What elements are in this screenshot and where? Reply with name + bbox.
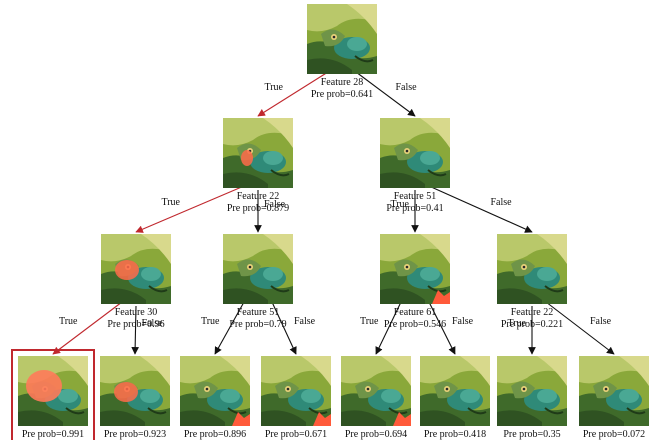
- lizard-image-thumbnail: [497, 234, 567, 304]
- node-prob-label: Pre prob=0.879: [227, 203, 289, 214]
- node-feature-label: Feature 51: [237, 307, 280, 318]
- leaf-node: Pre prob=0.671: [261, 356, 331, 440]
- leaf-node: Pre prob=0.991: [11, 349, 95, 440]
- edge-label: False: [294, 316, 316, 327]
- edge-label: True: [264, 82, 283, 93]
- leaf-node: Pre prob=0.418: [420, 356, 490, 440]
- tree-edge-arrow: [355, 71, 416, 117]
- lizard-image-thumbnail: [223, 118, 293, 188]
- lizard-image-thumbnail: [420, 356, 490, 426]
- leaf-node: Pre prob=0.694: [341, 356, 411, 440]
- edge-label: False: [452, 316, 474, 327]
- activation-patch: [432, 290, 450, 304]
- tree-edge-arrow: [375, 301, 402, 355]
- edge-label: False: [491, 197, 513, 208]
- lizard-image-thumbnail: [380, 118, 450, 188]
- selected-leaf-frame: [11, 349, 95, 440]
- activation-patch: [232, 412, 250, 426]
- leaf-node: Pre prob=0.35: [497, 356, 567, 440]
- tree-edge-arrow: [257, 71, 329, 117]
- node-prob-label: Pre prob=0.79: [229, 319, 286, 330]
- activation-patch: [241, 150, 253, 166]
- node-feature-label: Feature 51: [394, 191, 437, 202]
- tree-edge-arrow: [131, 305, 139, 355]
- lizard-image-thumbnail: [223, 234, 293, 304]
- tree-edge-arrow: [428, 185, 533, 233]
- tree-edge-arrow: [428, 301, 456, 355]
- leaf-prob-label: Pre prob=0.923: [104, 429, 166, 440]
- leaf-prob-label: Pre prob=0.991: [22, 429, 84, 440]
- edge-label: True: [59, 316, 78, 327]
- edge-label: True: [201, 316, 220, 327]
- edge-label: True: [507, 318, 526, 329]
- leaf-prob-label: Pre prob=0.896: [184, 429, 246, 440]
- activation-patch: [115, 260, 139, 280]
- activation-patch: [114, 382, 138, 402]
- lizard-image-thumbnail: [497, 356, 567, 426]
- node-prob-label: Pre prob=0.41: [386, 203, 443, 214]
- activation-patch: [313, 412, 331, 426]
- tree-edge-arrow: [214, 301, 245, 355]
- activation-patch: [393, 412, 411, 426]
- tree-edge-arrow: [271, 301, 297, 355]
- edge-label: True: [360, 316, 379, 327]
- node-feature-label: Feature 22: [237, 191, 280, 202]
- leaf-node: Pre prob=0.923: [100, 356, 170, 440]
- node-prob-label: Pre prob=0.96: [107, 319, 164, 330]
- leaf-prob-label: Pre prob=0.418: [424, 429, 486, 440]
- leaf-prob-label: Pre prob=0.072: [583, 429, 645, 440]
- node-feature-label: Feature 30: [115, 307, 158, 318]
- edge-label: False: [142, 318, 164, 329]
- leaf-node: Pre prob=0.072: [579, 356, 649, 440]
- edge-label: True: [390, 199, 409, 210]
- lizard-image-thumbnail: [307, 4, 377, 74]
- edge-label: False: [590, 316, 612, 327]
- activation-patch: [26, 370, 62, 402]
- tree-edge-arrow: [135, 185, 245, 233]
- tree-edge-arrow: [52, 301, 123, 355]
- node-prob-label: Pre prob=0.641: [311, 89, 373, 100]
- node-feature-label: Feature 61: [394, 307, 437, 318]
- leaf-prob-label: Pre prob=0.35: [503, 429, 560, 440]
- leaf-prob-label: Pre prob=0.694: [345, 429, 407, 440]
- tree-edge-arrow: [545, 301, 615, 355]
- edge-label: False: [396, 82, 418, 93]
- lizard-image-thumbnail: [579, 356, 649, 426]
- leaf-prob-label: Pre prob=0.671: [265, 429, 327, 440]
- edge-label: False: [264, 199, 286, 210]
- node-feature-label: Feature 22: [511, 307, 554, 318]
- node-prob-label: Pre prob=0.546: [384, 319, 446, 330]
- leaf-node: Pre prob=0.896: [180, 356, 250, 440]
- node-feature-label: Feature 28: [321, 77, 364, 88]
- edge-label: True: [161, 197, 180, 208]
- node-prob-label: Pre prob=0.221: [501, 319, 563, 330]
